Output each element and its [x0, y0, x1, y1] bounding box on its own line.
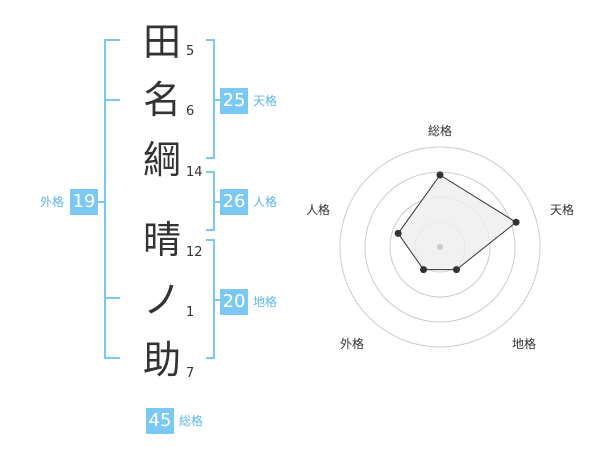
tenkaku-label: 天格 — [253, 94, 278, 108]
radar-label-right: 天格 — [549, 203, 574, 217]
radar-label-left: 人格 — [305, 203, 330, 217]
radar-label-top: 総格 — [427, 124, 452, 138]
radar-center — [437, 244, 443, 250]
jinkaku-label: 人格 — [253, 195, 278, 209]
radar-point-1 — [436, 171, 444, 179]
radar-ring — [339, 146, 541, 348]
radar-point-4 — [420, 266, 428, 274]
radar-polygon — [397, 174, 517, 271]
radar-point-5 — [394, 229, 402, 237]
radar-point-3 — [452, 266, 460, 274]
stroke-count-6: 7 — [186, 366, 195, 381]
stroke-count-3: 14 — [186, 165, 203, 180]
chikaku-label: 地格 — [253, 295, 278, 309]
name-char-3: 綱 — [142, 138, 181, 182]
name-char-5: ノ — [142, 278, 181, 322]
tenkaku-value: 25 — [220, 88, 248, 114]
gaikaku-value: 19 — [70, 189, 98, 215]
radar-label-bottom-right: 地格 — [511, 337, 536, 351]
soukaku-value: 45 — [146, 408, 174, 434]
gaikaku-label: 外格 — [40, 195, 65, 209]
radar-point-2 — [512, 218, 520, 226]
stroke-count-5: 1 — [186, 305, 195, 320]
name-char-4: 晴 — [142, 218, 181, 262]
name-char-2: 名 — [142, 78, 181, 122]
stroke-count-4: 12 — [186, 245, 203, 260]
stroke-count-1: 5 — [186, 44, 195, 59]
chikaku-value: 20 — [220, 289, 248, 315]
stroke-count-2: 6 — [186, 104, 195, 119]
radar-label-bottom-left: 外格 — [339, 337, 364, 351]
name-char-1: 田 — [142, 20, 181, 64]
jinkaku-value: 26 — [220, 189, 248, 215]
name-char-6: 助 — [142, 338, 181, 382]
soukaku-label: 総格 — [179, 414, 204, 428]
